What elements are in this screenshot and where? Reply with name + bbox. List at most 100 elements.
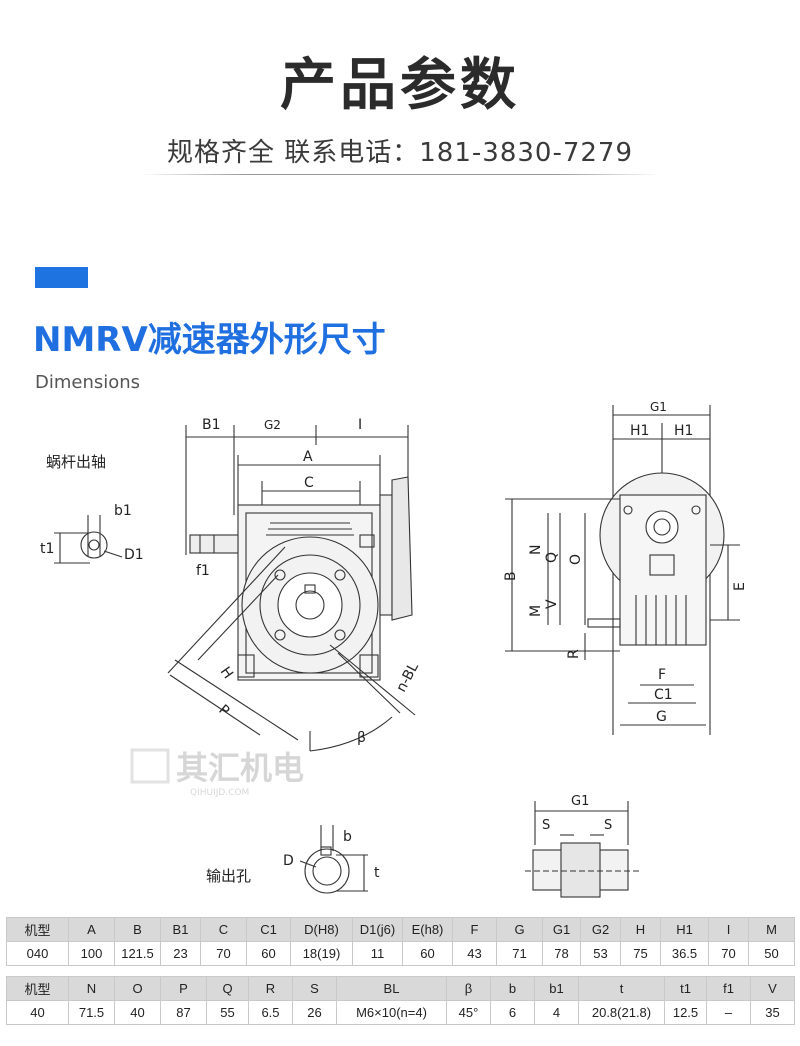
table-cell: 6 bbox=[490, 1000, 535, 1025]
contact-subtitle: 规格齐全 联系电话：181-3830-7279 bbox=[167, 138, 633, 168]
table-cell: 75 bbox=[620, 941, 661, 966]
table-cell: 50 bbox=[748, 941, 795, 966]
label-c: C bbox=[304, 475, 314, 491]
table-cell: P bbox=[160, 976, 207, 1001]
label-g1: G1 bbox=[650, 400, 667, 414]
table-cell: b1 bbox=[534, 976, 579, 1001]
label-g2: G2 bbox=[264, 418, 281, 432]
dimension-drawing: B1 G2 I A C H P n-BL β f1 蜗杆出轴 b1 t1 D1 bbox=[0, 395, 800, 915]
table-cell: 71 bbox=[496, 941, 543, 966]
table-cell: F bbox=[452, 917, 497, 942]
table-cell: 机型 bbox=[6, 976, 69, 1001]
side-view bbox=[505, 405, 740, 735]
label-t: t bbox=[374, 865, 380, 881]
top-view bbox=[525, 801, 640, 898]
table-cell: 4 bbox=[534, 1000, 579, 1025]
table-cell: H1 bbox=[660, 917, 709, 942]
section-title: NMRV减速器外形尺寸 bbox=[33, 320, 386, 360]
label-f: F bbox=[658, 667, 666, 683]
page-title: 产品参数 bbox=[280, 53, 520, 118]
table-cell: D(H8) bbox=[290, 917, 353, 942]
table-cell: 70 bbox=[200, 941, 247, 966]
table-cell: 040 bbox=[6, 941, 69, 966]
table-cell: 11 bbox=[352, 941, 403, 966]
table-cell: 43 bbox=[452, 941, 497, 966]
label-b: b bbox=[343, 829, 352, 845]
watermark-en: QIHUIJD.COM bbox=[190, 788, 249, 798]
table-cell: 6.5 bbox=[248, 1000, 293, 1025]
label-output-hole: 输出孔 bbox=[206, 867, 251, 885]
worm-shaft-labels: 蜗杆出轴 b1 t1 D1 bbox=[40, 453, 144, 563]
label-h: H bbox=[217, 664, 236, 682]
table-cell: 78 bbox=[542, 941, 581, 966]
table-cell: 45° bbox=[446, 1000, 491, 1025]
table-cell: C bbox=[200, 917, 247, 942]
top-view-labels: G1 S S bbox=[542, 794, 612, 833]
table-cell: Q bbox=[206, 976, 249, 1001]
table-cell: b bbox=[490, 976, 535, 1001]
section-subtitle: Dimensions bbox=[35, 372, 141, 393]
table-cell: 60 bbox=[402, 941, 453, 966]
table-cell: 40 bbox=[6, 1000, 69, 1025]
table-cell: t1 bbox=[664, 976, 707, 1001]
label-h1-right: H1 bbox=[674, 423, 693, 439]
section-accent-bar bbox=[35, 267, 88, 288]
table-cell: H bbox=[620, 917, 661, 942]
label-c1: C1 bbox=[654, 687, 673, 703]
table-cell: 70 bbox=[708, 941, 749, 966]
table-cell: 40 bbox=[114, 1000, 161, 1025]
table-cell: 87 bbox=[160, 1000, 207, 1025]
table-cell: t bbox=[578, 976, 665, 1001]
label-q: Q bbox=[544, 552, 560, 563]
label-a: A bbox=[303, 449, 313, 465]
front-view bbox=[167, 425, 416, 752]
watermark-cn: 其汇机电 bbox=[176, 749, 304, 787]
table-cell: C1 bbox=[246, 917, 291, 942]
side-view-labels: G1 H1 H1 B N M O Q V R E F C1 G bbox=[503, 400, 748, 725]
table-cell: β bbox=[446, 976, 491, 1001]
table-cell: R bbox=[248, 976, 293, 1001]
subtitle-divider bbox=[140, 174, 660, 175]
label-beta: β bbox=[357, 730, 366, 746]
table-cell: 71.5 bbox=[68, 1000, 115, 1025]
label-e: E bbox=[732, 582, 748, 591]
label-n: N bbox=[528, 545, 544, 555]
table-cell: 53 bbox=[580, 941, 621, 966]
table-cell: 26 bbox=[292, 1000, 337, 1025]
label-v: V bbox=[544, 599, 560, 609]
label-s-right: S bbox=[604, 818, 612, 833]
output-hole-labels: 输出孔 b D t bbox=[206, 829, 380, 885]
label-r: R bbox=[566, 649, 582, 659]
label-worm-shaft: 蜗杆出轴 bbox=[46, 453, 106, 471]
label-g: G bbox=[656, 709, 667, 725]
worm-shaft-detail bbox=[54, 515, 123, 564]
table-cell: 60 bbox=[246, 941, 291, 966]
table-cell: M6×10(n=4) bbox=[336, 1000, 447, 1025]
table-cell: 55 bbox=[206, 1000, 249, 1025]
label-f1: f1 bbox=[196, 563, 210, 579]
dimension-drawing-svg: B1 G2 I A C H P n-BL β f1 蜗杆出轴 b1 t1 D1 bbox=[40, 400, 748, 898]
table-cell: 23 bbox=[160, 941, 201, 966]
output-hole-detail bbox=[299, 825, 368, 894]
table-cell: V bbox=[750, 976, 795, 1001]
label-g1-top: G1 bbox=[571, 794, 589, 809]
table-cell: M bbox=[748, 917, 795, 942]
table-cell: G2 bbox=[580, 917, 621, 942]
table-cell: f1 bbox=[706, 976, 751, 1001]
table-cell: 36.5 bbox=[660, 941, 709, 966]
table-cell: 100 bbox=[68, 941, 115, 966]
label-s-left: S bbox=[542, 818, 550, 833]
table-cell: G bbox=[496, 917, 543, 942]
label-d: D bbox=[283, 853, 294, 869]
table-cell: G1 bbox=[542, 917, 581, 942]
table-cell: O bbox=[114, 976, 161, 1001]
label-d1: D1 bbox=[124, 547, 144, 563]
table-cell: 20.8(21.8) bbox=[578, 1000, 665, 1025]
watermark: 其汇机电 QIHUIJD.COM bbox=[130, 748, 304, 798]
